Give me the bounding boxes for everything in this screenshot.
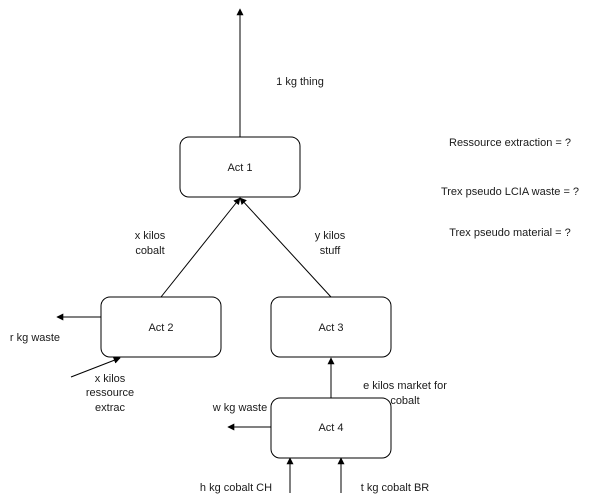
output-thing-label: 1 kg thing <box>276 76 324 88</box>
w-waste-label: w kg waste <box>212 402 267 414</box>
stuff-label-line1: y kilos <box>315 230 346 242</box>
lcia-waste-note: Trex pseudo LCIA waste = ? <box>441 186 579 198</box>
act3-label: Act 3 <box>318 322 343 334</box>
resource-label-line1: x kilos <box>95 373 126 385</box>
act1-node[interactable]: Act 1 <box>179 136 301 198</box>
cobalt-br-label: t kg cobalt BR <box>361 482 430 494</box>
act3-node[interactable]: Act 3 <box>270 296 392 358</box>
resource-label-line2: ressource <box>86 387 134 399</box>
market-label-line2: cobalt <box>390 395 419 407</box>
act4-label: Act 4 <box>318 422 343 434</box>
act3-to-act1-arrow <box>239 197 332 298</box>
act2-to-act1-arrow <box>160 197 241 298</box>
resource-label-line3: extrac <box>95 402 125 414</box>
act2-node[interactable]: Act 2 <box>100 296 222 358</box>
act1-label: Act 1 <box>227 162 252 174</box>
resource-input-arrow <box>70 357 121 378</box>
market-label-line1: e kilos market for <box>363 380 447 392</box>
r-waste-label: r kg waste <box>10 332 60 344</box>
cobalt-ch-label: h kg cobalt CH <box>200 482 272 494</box>
cobalt-label-line1: x kilos <box>135 230 166 242</box>
stuff-label-line2: stuff <box>320 245 342 257</box>
resource-extraction-note: Ressource extraction = ? <box>449 137 571 149</box>
cobalt-label-line2: cobalt <box>135 245 164 257</box>
act2-label: Act 2 <box>148 322 173 334</box>
pseudo-material-note: Trex pseudo material = ? <box>449 227 571 239</box>
act4-node[interactable]: Act 4 <box>270 397 392 459</box>
